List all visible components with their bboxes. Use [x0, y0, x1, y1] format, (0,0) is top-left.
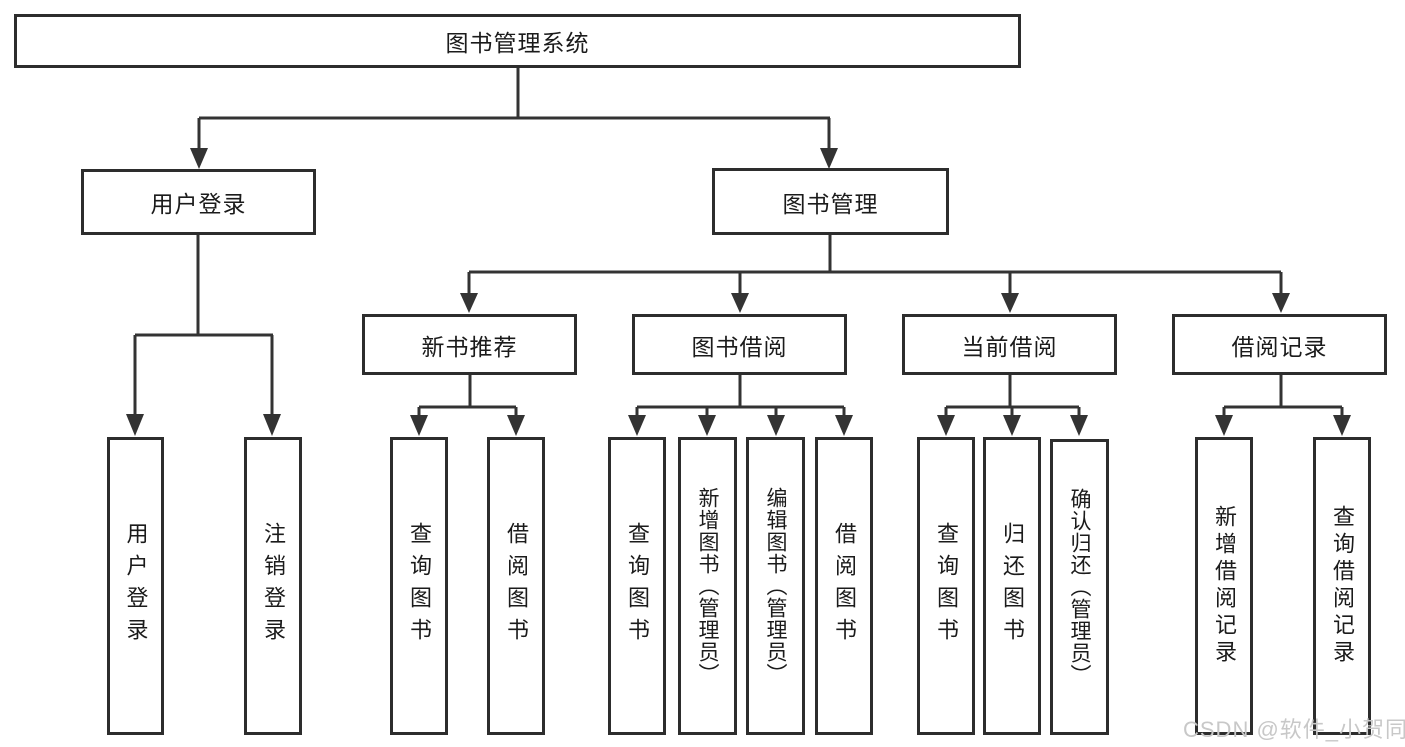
connector-current-borrowing-branch — [944, 375, 1081, 417]
leaf-label: 查询图书 — [407, 522, 432, 650]
leaf-br-query-record: 查询借阅记录 — [1313, 437, 1371, 735]
node-book-borrowing: 图书借阅 — [632, 314, 847, 375]
connector-borrow-records-branch — [1222, 375, 1344, 417]
connector-new-book-branch — [417, 375, 518, 417]
leaf-label: 用户登录 — [123, 522, 149, 650]
leaf-label: 查询图书 — [934, 522, 959, 650]
leaf-label: 借阅图书 — [832, 522, 857, 650]
node-label: 用户登录 — [150, 191, 247, 217]
leaf-bb-edit-books-admin: 编辑图书（管理员） — [746, 437, 805, 735]
connector-book-borrowing-branch — [635, 375, 846, 417]
leaf-cb-confirm-return-admin: 确认归还（管理员） — [1050, 439, 1109, 735]
arrowheads-book-borrowing-branch — [628, 415, 853, 436]
leaf-bb-query-books: 查询图书 — [608, 437, 666, 735]
node-label: 图书管理系统 — [445, 30, 590, 56]
leaf-cb-return-books: 归还图书 — [983, 437, 1041, 735]
leaf-user-login: 用户登录 — [107, 437, 164, 735]
leaf-label: 新增借阅记录 — [1212, 505, 1237, 667]
node-library-system: 图书管理系统 — [14, 14, 1021, 68]
leaf-label: 新增图书（管理员） — [696, 487, 719, 685]
leaf-label: 归还图书 — [1000, 522, 1025, 650]
node-current-borrowing: 当前借阅 — [902, 314, 1117, 375]
node-label: 借阅记录 — [1231, 333, 1328, 360]
connector-user-login-branch — [133, 235, 274, 416]
csdn-watermark: CSDN @软件_小贺同学 — [1183, 717, 1405, 742]
leaf-logout: 注销登录 — [244, 437, 302, 735]
leaf-label: 确认归还（管理员） — [1068, 488, 1091, 686]
node-borrow-records: 借阅记录 — [1172, 314, 1387, 375]
node-label: 当前借阅 — [961, 333, 1058, 360]
node-new-book-recommend: 新书推荐 — [362, 314, 577, 375]
leaf-label: 编辑图书（管理员） — [764, 487, 787, 685]
leaf-label: 查询借阅记录 — [1330, 505, 1355, 667]
arrowheads-book-management-branch — [460, 293, 1290, 313]
connector-book-management-branch — [467, 235, 1283, 295]
connector-root-to-level2 — [197, 68, 831, 150]
leaf-label: 借阅图书 — [504, 522, 529, 650]
arrowheads-root-to-level2 — [190, 148, 838, 169]
leaf-cb-query-books: 查询图书 — [917, 437, 975, 735]
leaf-br-add-record: 新增借阅记录 — [1195, 437, 1253, 735]
node-label: 图书借阅 — [691, 333, 788, 360]
node-label: 新书推荐 — [421, 333, 518, 360]
leaf-bb-add-books-admin: 新增图书（管理员） — [678, 437, 737, 735]
arrowheads-borrow-records-branch — [1215, 415, 1351, 436]
node-user-login: 用户登录 — [81, 169, 316, 235]
leaf-bb-borrow-books: 借阅图书 — [815, 437, 873, 735]
node-label: 图书管理 — [782, 190, 879, 217]
leaf-label: 注销登录 — [261, 522, 286, 650]
arrowheads-current-borrowing-branch — [937, 415, 1088, 436]
arrowheads-user-login-branch — [126, 414, 281, 436]
arrowheads-new-book-branch — [410, 415, 525, 436]
leaf-nbr-query-books: 查询图书 — [390, 437, 448, 735]
node-book-management: 图书管理 — [712, 168, 949, 235]
leaf-label: 查询图书 — [625, 522, 650, 650]
leaf-nbr-borrow-books: 借阅图书 — [487, 437, 545, 735]
